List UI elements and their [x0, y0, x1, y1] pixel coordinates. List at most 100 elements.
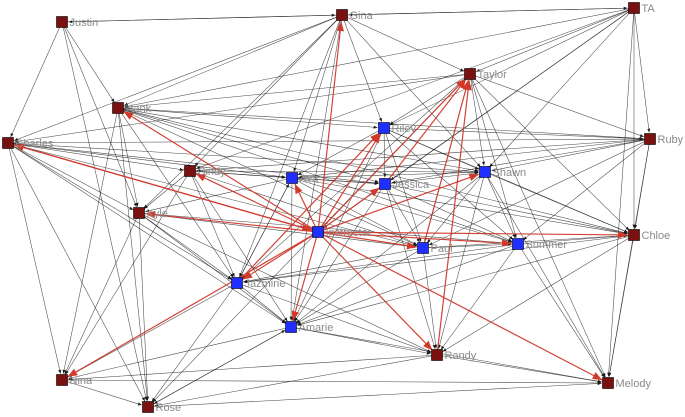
- edge-charles-to-rose: [7, 142, 146, 402]
- node-marker-nina[interactable]: [56, 374, 68, 386]
- node-marker-ruby[interactable]: [644, 133, 656, 145]
- node-chloe[interactable]: Chloe: [628, 229, 671, 243]
- edge-justin-to-charles: [10, 21, 63, 138]
- node-riley[interactable]: Riley: [378, 122, 417, 136]
- node-cindy[interactable]: Cindy: [184, 165, 227, 179]
- edge-riley-to-summer: [383, 127, 514, 240]
- edge-ruby-to-paul: [428, 138, 651, 246]
- node-gina[interactable]: Gina: [336, 9, 374, 23]
- node-label-hank: Hank: [126, 103, 152, 115]
- edge-instructor-to-amarie: [291, 231, 319, 321]
- edge-rose-to-melody: [147, 382, 602, 408]
- node-marker-hank[interactable]: [112, 102, 124, 114]
- edge-amarie-to-melody: [290, 326, 602, 383]
- node-marker-justin[interactable]: [56, 16, 68, 28]
- node-label-jessica: Jessica: [393, 179, 431, 191]
- edge-riley-to-ruby: [383, 127, 644, 141]
- edge-hank-to-riley: [117, 107, 378, 129]
- node-marker-ava[interactable]: [286, 172, 298, 184]
- node-kyle[interactable]: Kyle: [133, 207, 168, 221]
- node-marker-melody[interactable]: [602, 377, 614, 389]
- node-label-justin: Justin: [70, 17, 99, 29]
- edge-kyle-to-randy: [138, 212, 432, 353]
- node-taylor[interactable]: Taylor: [464, 68, 508, 82]
- edge-ta-to-riley: [389, 7, 635, 126]
- node-marker-instructor[interactable]: [312, 226, 324, 238]
- node-justin[interactable]: Justin: [56, 16, 99, 30]
- edge-cindy-to-shawn: [189, 170, 479, 174]
- node-marker-charles[interactable]: [2, 137, 14, 149]
- node-marker-shawn[interactable]: [479, 166, 491, 178]
- node-label-gina: Gina: [350, 10, 374, 22]
- node-rose[interactable]: Rose: [142, 401, 182, 415]
- node-marker-riley[interactable]: [378, 122, 390, 134]
- edge-gina-to-hank: [123, 14, 343, 106]
- edge-riley-to-ava: [297, 127, 385, 176]
- edge-chloe-to-amarie: [297, 234, 635, 326]
- node-ta[interactable]: TA: [628, 2, 656, 16]
- node-jazmine[interactable]: Jazmine: [231, 277, 286, 291]
- node-marker-cindy[interactable]: [184, 165, 196, 177]
- edge-summer-to-amarie: [297, 243, 519, 326]
- edge-instructor-to-gina: [317, 21, 345, 233]
- node-marker-rose[interactable]: [142, 401, 154, 413]
- edge-gina-to-jazmine: [239, 14, 343, 278]
- node-marker-kyle[interactable]: [133, 207, 145, 219]
- edge-riley-to-paul: [383, 127, 422, 242]
- node-amarie[interactable]: Amarie: [285, 321, 334, 335]
- node-label-cindy: Cindy: [198, 166, 227, 178]
- edge-charles-to-jazmine: [7, 142, 232, 280]
- edge-paul-to-amarie: [296, 247, 424, 324]
- edge-ruby-to-jessica: [391, 138, 651, 184]
- node-marker-gina[interactable]: [336, 9, 348, 21]
- edge-paul-to-jazmine: [243, 247, 424, 283]
- edge-gina-to-riley: [341, 14, 382, 123]
- node-jessica[interactable]: Jessica: [379, 178, 431, 192]
- node-ruby[interactable]: Ruby: [644, 133, 684, 147]
- edge-charles-to-nina: [7, 142, 62, 374]
- node-marker-randy[interactable]: [431, 349, 443, 361]
- node-instructor[interactable]: Instructor: [312, 226, 372, 240]
- edge-instructor-to-paul: [317, 231, 417, 250]
- edge-charles-to-amarie: [7, 142, 286, 324]
- edge-nina-to-rose: [61, 379, 142, 406]
- edge-rose-to-amarie: [147, 329, 286, 408]
- node-marker-ta[interactable]: [628, 2, 640, 14]
- edge-gina-to-ava: [293, 14, 343, 172]
- node-paul[interactable]: Paul: [417, 242, 453, 256]
- node-ava[interactable]: Ava: [286, 172, 320, 186]
- node-charles[interactable]: Charles: [2, 137, 54, 151]
- node-hank[interactable]: Hank: [112, 102, 152, 116]
- edge-kyle-to-rose: [138, 212, 150, 401]
- edge-shawn-to-randy: [438, 171, 486, 349]
- edge-shawn-to-paul: [426, 171, 486, 244]
- edge-gina-to-amarie: [291, 14, 343, 321]
- edge-ava-to-kyle: [145, 177, 293, 213]
- edge-gina-to-shawn: [341, 14, 481, 168]
- edge-gina-to-justin: [68, 14, 343, 24]
- edge-randy-to-nina: [68, 354, 438, 381]
- edge-jazmine-to-nina: [67, 282, 238, 378]
- node-marker-summer[interactable]: [512, 238, 524, 250]
- node-marker-chloe[interactable]: [628, 229, 640, 241]
- node-shawn[interactable]: Shawn: [479, 166, 527, 180]
- edge-charles-to-shawn: [7, 142, 479, 173]
- node-marker-jessica[interactable]: [379, 178, 391, 190]
- edge-hank-to-chloe: [117, 107, 628, 235]
- node-marker-jazmine[interactable]: [231, 277, 243, 289]
- edge-instructor-to-shawn: [317, 173, 480, 233]
- node-nina[interactable]: Nina: [56, 374, 94, 388]
- edge-randy-to-melody: [436, 354, 602, 383]
- edge-charles-to-jessica: [7, 142, 379, 185]
- node-marker-taylor[interactable]: [464, 68, 476, 80]
- node-marker-amarie[interactable]: [285, 321, 297, 333]
- edge-instructor-to-kyle: [145, 210, 319, 233]
- edge-charles-to-cindy: [7, 142, 184, 171]
- node-randy[interactable]: Randy: [431, 349, 477, 363]
- edge-jazmine-to-amarie: [236, 282, 287, 324]
- node-melody[interactable]: Melody: [602, 377, 652, 391]
- node-marker-paul[interactable]: [417, 242, 429, 254]
- edge-summer-to-melody: [517, 243, 605, 378]
- edge-gina-to-cindy: [194, 14, 343, 167]
- node-summer[interactable]: Summer: [512, 238, 568, 252]
